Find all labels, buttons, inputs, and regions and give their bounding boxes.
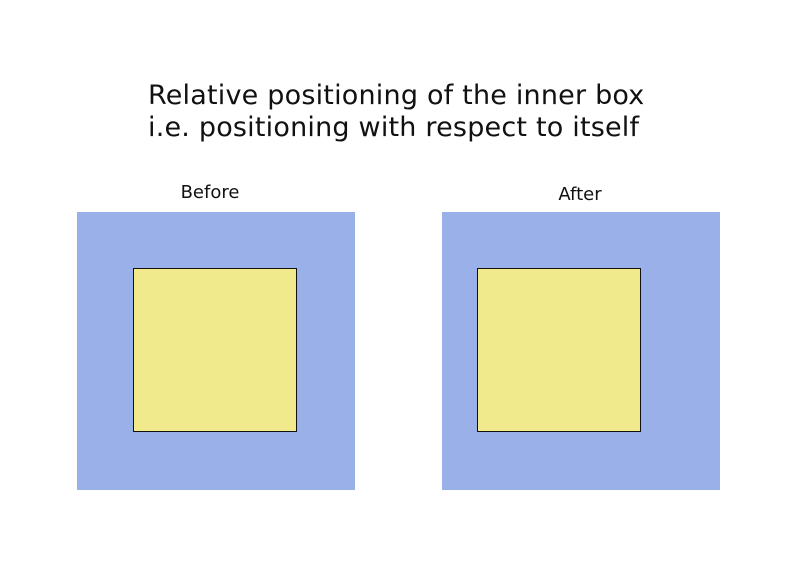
inner-box-before [133, 268, 297, 432]
title-line-2: i.e. positioning with respect to itself [148, 112, 640, 143]
title-line-1: Relative positioning of the inner box [148, 80, 645, 111]
before-label: Before [180, 182, 240, 203]
diagram-title: Relative positioning of the inner box i.… [148, 80, 708, 144]
inner-box-after [477, 268, 641, 432]
outer-box-before [77, 212, 355, 490]
outer-box-after [442, 212, 720, 490]
after-label: After [558, 184, 602, 205]
